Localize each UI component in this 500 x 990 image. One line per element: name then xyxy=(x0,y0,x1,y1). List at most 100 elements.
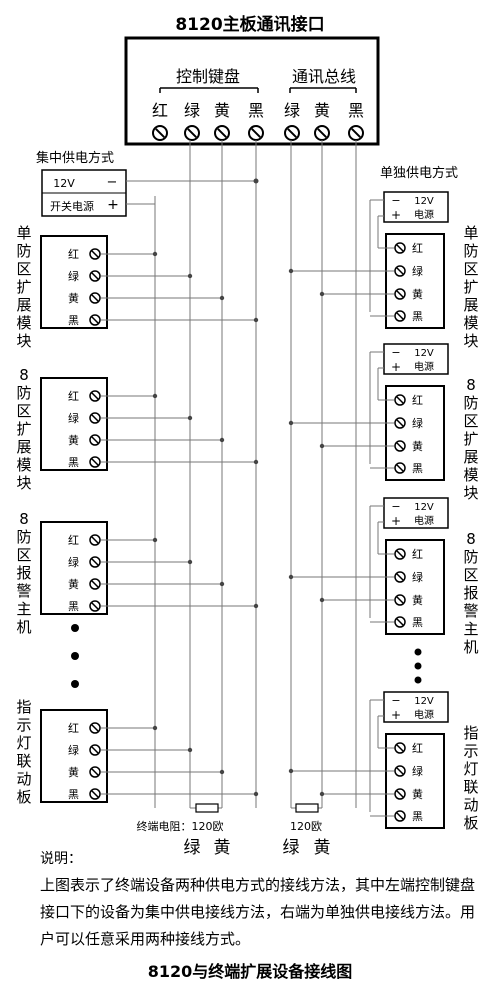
left-power-minus: − xyxy=(107,175,118,190)
right-module-name-3-0: 指 xyxy=(463,724,478,742)
left-module-3-terminal-0 xyxy=(89,722,101,734)
right-module-name-1-6: 块 xyxy=(463,484,478,502)
main-terminal-2-slash xyxy=(217,128,227,138)
main-terminal-5 xyxy=(314,125,330,141)
right-module-name-2-1: 防 xyxy=(463,548,478,566)
left-module-1-terminal-1-slash xyxy=(91,414,99,422)
left-module-name-2-1: 防 xyxy=(16,528,31,546)
right-ellipsis-dot-0 xyxy=(414,648,422,656)
right-module-name-3-2: 灯 xyxy=(463,760,478,778)
left-power-neg-dot xyxy=(253,178,259,184)
right-module-0-terminal-0-slash xyxy=(396,244,404,252)
right-module-3-label-2: 黄 xyxy=(412,787,423,801)
left-module-2-terminal-0 xyxy=(89,534,101,546)
main-terminal-0 xyxy=(152,125,168,141)
left-module-1-dot-1 xyxy=(187,415,193,421)
right-module-name-1-4: 展 xyxy=(463,448,478,466)
left-module-3-label-2: 黄 xyxy=(68,765,79,779)
right-power-2-minus: − xyxy=(391,500,400,513)
right-module-2-label-2: 黄 xyxy=(412,593,423,607)
resistor-left-label: 终端电阻：120欧 xyxy=(137,819,224,833)
left-module-2-dot-2 xyxy=(219,581,225,587)
left-ellipsis-dot-1 xyxy=(71,652,79,660)
left-module-name-3-5: 板 xyxy=(16,788,31,806)
right-module-0-terminal-0 xyxy=(394,242,406,254)
left-module-0-label-1: 绿 xyxy=(68,269,79,283)
left-module-name-0-5: 模 xyxy=(16,314,31,332)
left-module-name-3-2: 灯 xyxy=(16,734,31,752)
right-module-name-0-2: 区 xyxy=(463,260,478,278)
right-module-1-terminal-3 xyxy=(394,462,406,474)
left-module-3-terminal-1-slash xyxy=(91,746,99,754)
right-module-2-terminal-0 xyxy=(394,548,406,560)
right-module-1-label-3: 黑 xyxy=(412,462,423,475)
left-module-2-label-3: 黑 xyxy=(68,600,79,613)
diagram-title: 8120主板通讯接口 xyxy=(175,15,325,35)
left-module-name-2-6: 机 xyxy=(16,618,31,636)
right-power-3-12v: 12V xyxy=(414,696,434,707)
right-module-name-2-0: 8 xyxy=(466,530,476,548)
right-power-box-0 xyxy=(383,191,449,223)
left-module-3-terminal-3-slash xyxy=(91,790,99,798)
group-label-keyboard: 控制键盘 xyxy=(176,67,240,86)
right-module-0-label-1: 绿 xyxy=(412,264,423,278)
right-module-name-3-3: 联 xyxy=(463,778,478,796)
main-terminal-3 xyxy=(248,125,264,141)
bottom-right-green: 绿 xyxy=(283,838,300,858)
right-power-2-plus: + xyxy=(391,514,401,528)
right-module-name-3-1: 示 xyxy=(463,742,478,760)
left-module-name-1-3: 扩 xyxy=(16,420,31,438)
left-module-0-terminal-1-slash xyxy=(91,272,99,280)
right-module-0-terminal-2 xyxy=(394,288,406,300)
left-module-0-terminal-2-slash xyxy=(91,294,99,302)
right-module-2-terminal-0-slash xyxy=(396,550,404,558)
left-module-3-dot-3 xyxy=(253,791,259,797)
left-module-2-dot-3 xyxy=(253,603,259,609)
main-terminal-label-1: 绿 xyxy=(184,101,200,120)
right-module-name-2-2: 区 xyxy=(463,566,478,584)
left-module-name-2-5: 主 xyxy=(16,600,31,618)
right-module-1-terminal-0 xyxy=(394,394,406,406)
left-ellipsis-dot-2 xyxy=(71,680,79,688)
right-module-1-label-0: 红 xyxy=(412,394,423,407)
left-module-name-2-2: 区 xyxy=(16,546,31,564)
right-power-1-plus: + xyxy=(391,360,401,374)
left-module-1-dot-0 xyxy=(152,393,158,399)
right-module-name-0-6: 块 xyxy=(463,332,478,350)
left-module-3-terminal-2 xyxy=(89,766,101,778)
left-module-name-0-6: 块 xyxy=(16,332,31,350)
right-power-box-1 xyxy=(383,343,449,375)
right-power-3-name: 电源 xyxy=(414,708,434,721)
resistor-left xyxy=(195,803,219,813)
left-module-3-label-3: 黑 xyxy=(68,788,79,801)
right-module-3-terminal-1 xyxy=(394,765,406,777)
left-module-name-1-4: 展 xyxy=(16,438,31,456)
right-module-2-terminal-2 xyxy=(394,594,406,606)
left-module-name-1-1: 防 xyxy=(16,384,31,402)
right-module-1-label-1: 绿 xyxy=(412,416,423,430)
left-module-0-label-3: 黑 xyxy=(68,314,79,327)
right-module-name-2-3: 报 xyxy=(463,584,478,602)
right-power-3-plus: + xyxy=(391,708,401,722)
right-module-3-label-1: 绿 xyxy=(412,764,423,778)
right-module-0-terminal-3 xyxy=(394,310,406,322)
right-power-1-minus: − xyxy=(391,346,400,359)
left-module-2-terminal-1-slash xyxy=(91,558,99,566)
left-module-3-dot-1 xyxy=(187,747,193,753)
right-power-0-name: 电源 xyxy=(414,208,434,221)
right-module-name-0-3: 扩 xyxy=(463,278,478,296)
right-power-1-12v: 12V xyxy=(414,348,434,359)
left-module-3-terminal-1 xyxy=(89,744,101,756)
main-terminal-6-slash xyxy=(351,128,361,138)
left-module-2-label-2: 黄 xyxy=(68,577,79,591)
left-module-1-dot-3 xyxy=(253,459,259,465)
left-power-switch: 开关电源 xyxy=(50,199,94,213)
left-module-0-terminal-0 xyxy=(89,248,101,260)
main-terminal-5-slash xyxy=(317,128,327,138)
right-module-1-label-2: 黄 xyxy=(412,439,423,453)
main-terminal-4 xyxy=(284,125,300,141)
right-module-0-terminal-1-slash xyxy=(396,267,404,275)
main-terminal-1-slash xyxy=(187,128,197,138)
right-power-box-2 xyxy=(383,497,449,529)
